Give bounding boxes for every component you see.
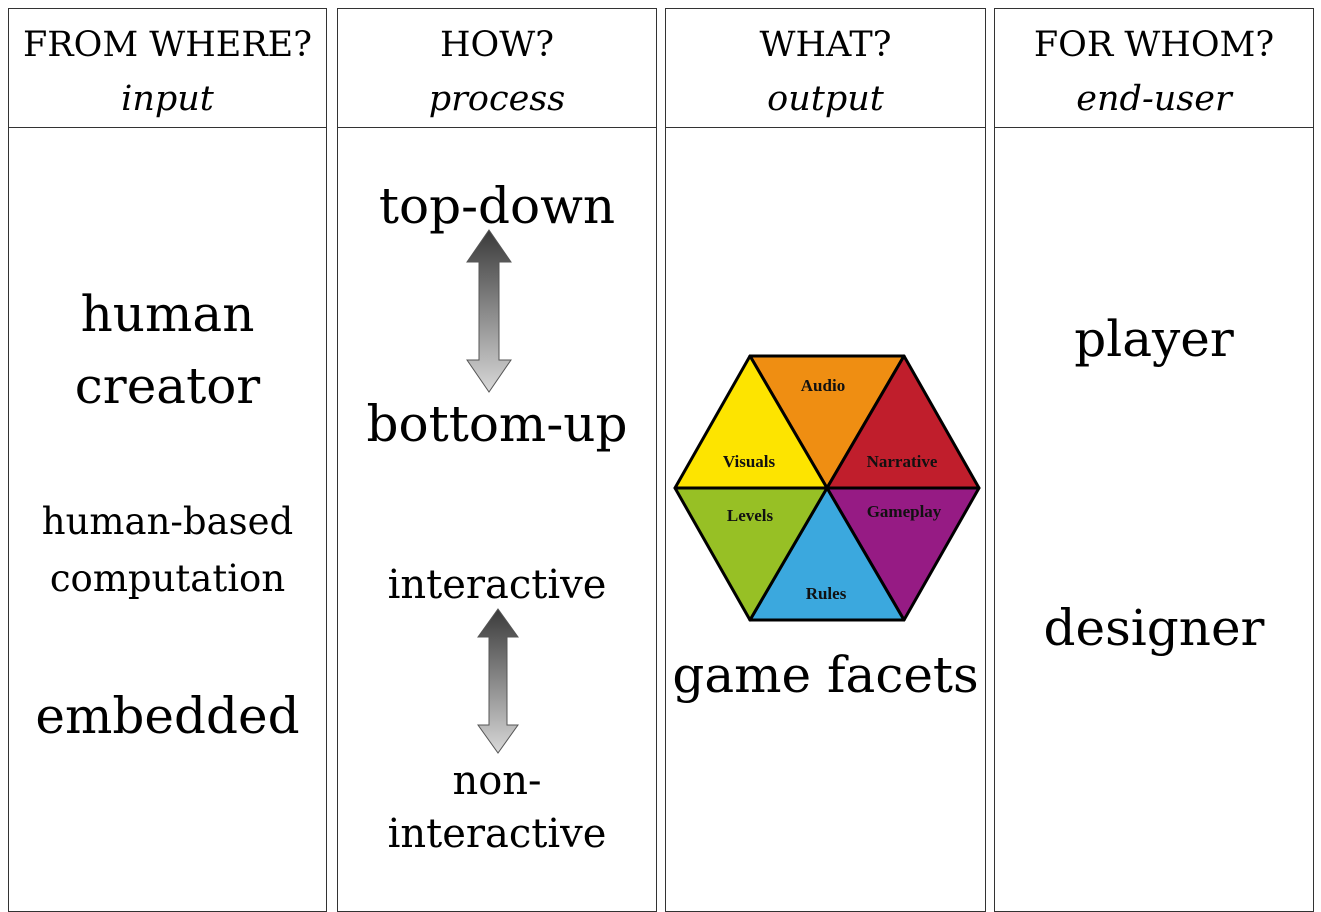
column-header-input: FROM WHERE? input — [8, 8, 327, 129]
item-bottom-up: bottom-up — [366, 395, 628, 453]
facet-label-gameplay: Gameplay — [867, 502, 942, 521]
column-header-end-user: FOR WHOM? end-user — [994, 8, 1314, 129]
facet-label-audio: Audio — [801, 376, 845, 395]
item-non: non- — [452, 758, 542, 804]
double-arrow-icon — [466, 229, 512, 393]
column-question: WHAT? — [759, 25, 892, 65]
column-question: HOW? — [440, 25, 554, 65]
item-player: player — [1074, 310, 1234, 368]
facet-visuals — [673, 354, 829, 490]
item-top-down: top-down — [378, 177, 616, 235]
facet-label-visuals: Visuals — [723, 452, 776, 471]
game-facets-hexagon: Audio Narrative Gameplay Rules Levels Vi… — [673, 354, 981, 622]
item-computation: computation — [49, 557, 286, 600]
column-subtitle: process — [428, 79, 566, 119]
game-facets-caption: game facets — [672, 646, 979, 704]
item-non-interactive: interactive — [387, 811, 607, 857]
column-subtitle: input — [121, 79, 214, 119]
column-question: FROM WHERE? — [22, 25, 312, 65]
column-subtitle: output — [767, 79, 884, 119]
facet-label-rules: Rules — [806, 584, 847, 603]
item-designer: designer — [1043, 599, 1265, 657]
column-body-output: Audio Narrative Gameplay Rules Levels Vi… — [665, 127, 986, 912]
item-embedded: embedded — [35, 687, 300, 745]
facet-label-levels: Levels — [727, 506, 774, 525]
item-human-based: human-based — [41, 500, 294, 543]
item-human: human — [80, 285, 255, 343]
column-subtitle: end-user — [1076, 79, 1232, 119]
column-question: FOR WHOM? — [1033, 25, 1275, 65]
column-body-input: human creator human-based computation em… — [8, 127, 327, 912]
column-header-output: WHAT? output — [665, 8, 986, 129]
column-body-end-user: player designer — [994, 127, 1314, 912]
facet-label-narrative: Narrative — [867, 452, 938, 471]
item-creator: creator — [74, 357, 261, 415]
item-interactive: interactive — [387, 562, 607, 608]
column-body-process: top-down bottom-up interactive non- in — [337, 127, 657, 912]
column-header-process: HOW? process — [337, 8, 657, 129]
double-arrow-icon — [477, 608, 519, 754]
